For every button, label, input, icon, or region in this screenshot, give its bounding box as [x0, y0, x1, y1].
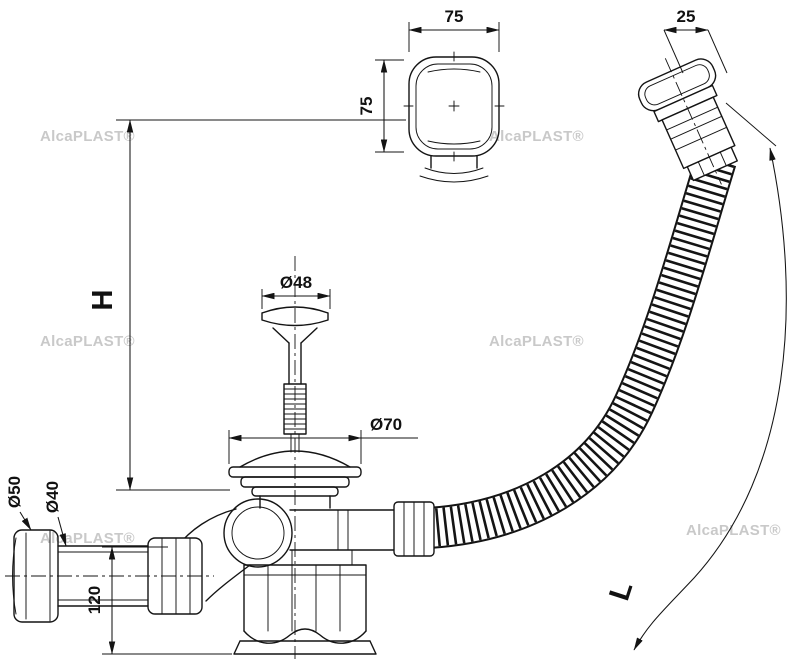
- dim-stopper-diameter: Ø48: [280, 273, 312, 292]
- dim-hose-length: L: [603, 578, 639, 605]
- brand-watermark: AlcaPLAST®: [40, 128, 135, 145]
- dim-knob-width-group: 75: [408, 7, 500, 52]
- knob-inner-contour: [415, 63, 493, 150]
- dim-flange-diameter-group: Ø70: [228, 415, 418, 464]
- drain-tee-and-elbow: [12, 498, 435, 623]
- dim-stopper-diameter-group: Ø48: [261, 273, 331, 309]
- dim-overflow-depth: 25: [677, 7, 696, 26]
- connector-facet: [719, 151, 727, 167]
- brand-watermark: AlcaPLAST®: [489, 128, 584, 145]
- dim-outlet-diameters-group: Ø50 Ø40: [5, 476, 67, 547]
- dim-outlet-drop-group: 120: [85, 546, 232, 655]
- knob-base-arc: [419, 175, 489, 183]
- branch-union: [337, 509, 349, 551]
- leader-line: [57, 516, 67, 547]
- knob-front-view: [403, 51, 505, 183]
- nut-outline: [243, 564, 367, 632]
- dim-knob-height: 75: [357, 97, 376, 116]
- hose-ribs: [426, 154, 735, 547]
- brand-watermark: AlcaPLAST®: [40, 530, 135, 547]
- brand-watermark: AlcaPLAST®: [489, 333, 584, 350]
- tee-branch-tube: [289, 509, 395, 551]
- leader-line: [19, 511, 32, 531]
- head-centerline: [664, 58, 722, 185]
- dim-outlet-outer-diameter: Ø50: [5, 476, 24, 508]
- centerline-ticks: [403, 51, 505, 162]
- stopper-taper: [272, 327, 318, 344]
- hose-nut-facets: [403, 501, 425, 557]
- overflow-head: [637, 58, 738, 185]
- dim-outlet-drop: 120: [85, 586, 104, 614]
- extension-line: [725, 102, 777, 147]
- nut-facets: [267, 564, 341, 632]
- extension-line: [261, 289, 331, 309]
- dimension-arc: [633, 147, 787, 651]
- dim-knob-width: 75: [445, 7, 464, 26]
- extension-line: [663, 29, 684, 74]
- bottom-nut: [233, 564, 377, 655]
- stopper-stem: [288, 342, 302, 385]
- dim-overflow-depth-group: 25: [663, 7, 728, 74]
- body-band: [670, 115, 723, 140]
- tee-body-sides: [291, 549, 353, 566]
- dim-knob-height-group: 75: [357, 59, 404, 153]
- dim-flange-diameter: Ø70: [370, 415, 402, 434]
- ball-joint: [223, 498, 293, 568]
- extension-line: [707, 29, 728, 74]
- knob-highlight: [427, 140, 481, 145]
- base-flange: [233, 640, 377, 655]
- brand-watermark: AlcaPLAST®: [40, 333, 135, 350]
- connector-facet: [697, 161, 705, 177]
- outlet-tube-wall: [57, 551, 149, 601]
- corrugated-hose: [426, 153, 737, 549]
- knob-base-arc: [424, 167, 484, 174]
- nut-scalloped-bottom: [243, 628, 367, 644]
- knob-highlight: [427, 68, 481, 73]
- dim-overall-height: H: [87, 290, 119, 311]
- knob-base-sides: [430, 155, 478, 169]
- stopper-cap: [261, 306, 329, 327]
- outlet-tube: [57, 545, 149, 607]
- flange-neck: [259, 495, 331, 509]
- dim-outlet-inner-diameter: Ø40: [43, 481, 62, 513]
- ball-joint-inner: [231, 506, 285, 560]
- dim-overall-height-group: H: [87, 119, 406, 491]
- elbow-bottom-edge: [205, 564, 251, 602]
